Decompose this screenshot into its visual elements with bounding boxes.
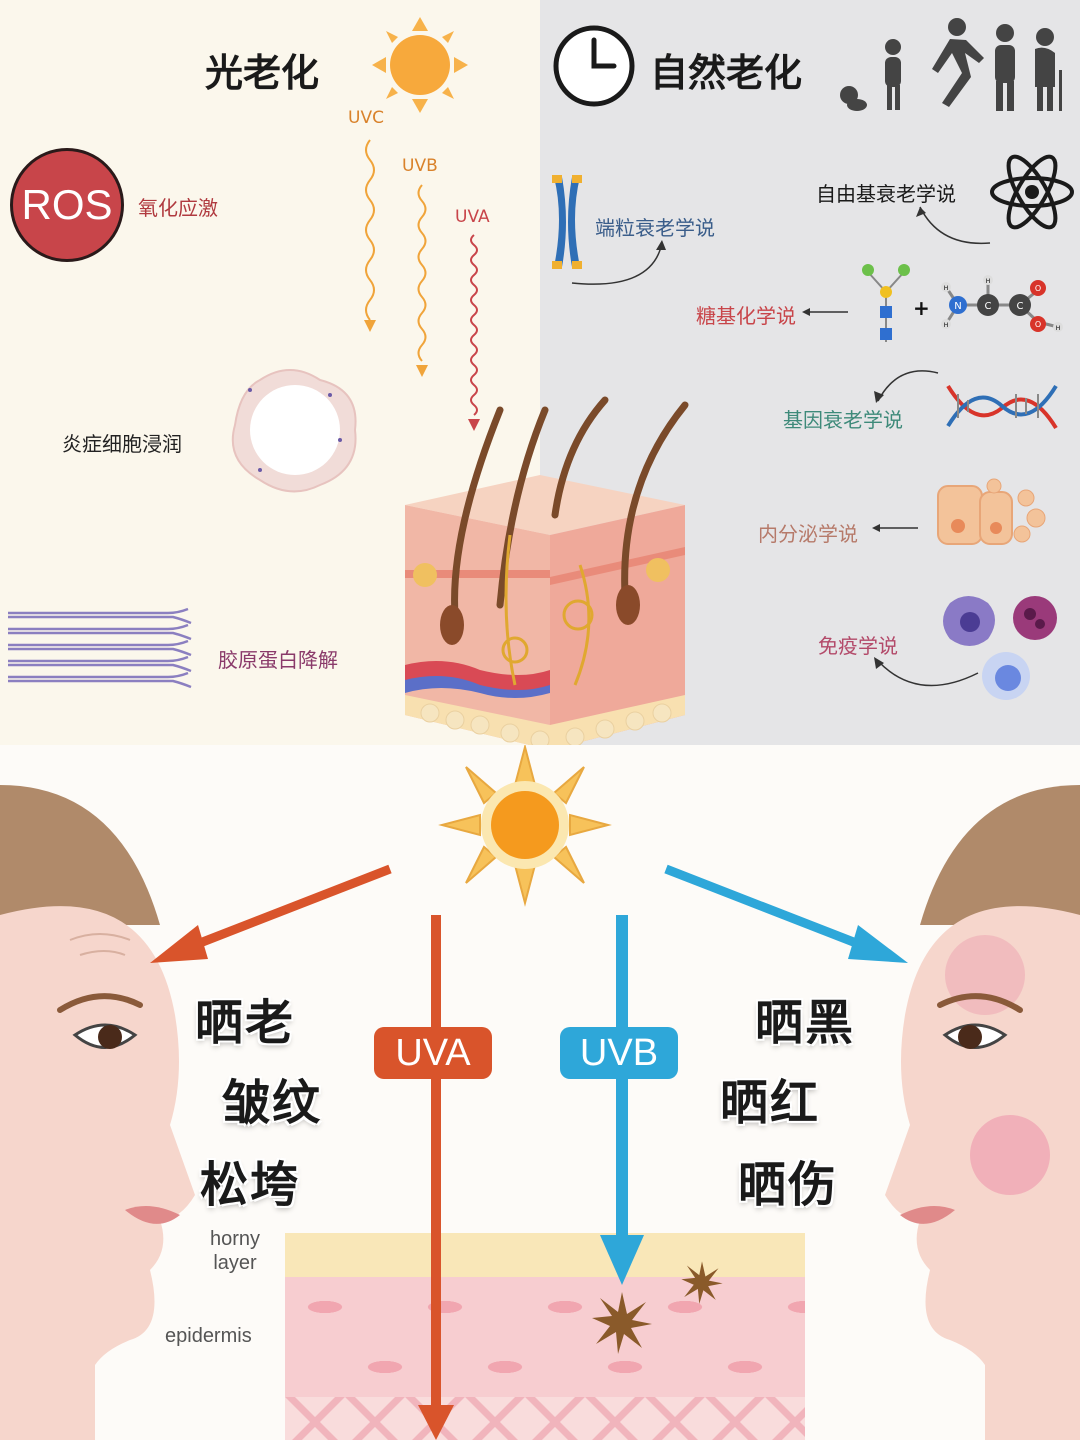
uvc-label: UVC <box>348 108 384 128</box>
photoaging-title: 光老化 <box>205 51 320 95</box>
free-radical-label: 自由基衰老学说 <box>816 182 956 206</box>
natural-aging-title: 自然老化 <box>650 51 803 95</box>
immune-cells-icon <box>943 596 1057 700</box>
ros-circle: ROS <box>10 148 124 262</box>
endocrine-label: 内分泌学说 <box>758 522 858 546</box>
uva-effect-wrinkles: 皱纹 <box>222 1075 323 1131</box>
chromosome-icon <box>552 175 582 269</box>
uvc-ray <box>364 139 376 332</box>
plus-sign: + <box>913 296 930 320</box>
epidermis-layer <box>285 1277 805 1397</box>
endocrine-cells-icon <box>937 478 1046 545</box>
atom-label: H <box>944 322 949 329</box>
damage-burst-icon <box>681 1261 723 1304</box>
free-radical-arrow <box>916 206 991 245</box>
glycation-label: 糖基化学说 <box>696 304 796 328</box>
sunburned-face-illustration <box>885 785 1080 1440</box>
atom-label: H <box>986 278 991 285</box>
aged-face-illustration <box>0 785 195 1440</box>
uva-penetration-arrow <box>418 915 454 1440</box>
uvb-effect-redness: 晒红 <box>720 1075 821 1131</box>
telomere-arrow <box>571 240 666 285</box>
immune-arrow <box>874 657 979 687</box>
dermis-layer <box>285 1397 805 1440</box>
uva-effect-photoaging: 晒老 <box>195 995 296 1051</box>
life-stages-icon <box>840 18 1062 111</box>
dna-icon <box>946 384 1058 430</box>
horny-layer-label: horny layer <box>210 1228 261 1274</box>
uvb-penetration-arrow <box>600 915 644 1285</box>
uvb-diagonal-arrow <box>664 864 908 963</box>
uvb-ray <box>416 184 428 377</box>
uva-diagonal-arrow <box>150 864 392 963</box>
inflammation-cell-icon <box>231 369 357 493</box>
inflammation-label: 炎症细胞浸润 <box>62 432 182 456</box>
gene-label: 基因衰老学说 <box>783 408 903 432</box>
glycation-arrow <box>802 308 848 316</box>
clock-icon <box>553 25 635 107</box>
epidermis-label: epidermis <box>165 1325 252 1347</box>
atom-label: C <box>985 301 992 312</box>
endocrine-arrow <box>872 524 918 532</box>
uva-ray <box>468 234 480 431</box>
sun-icon <box>438 745 612 907</box>
uvb-label: UVB <box>402 156 438 176</box>
collagen-label: 胶原蛋白降解 <box>218 648 338 672</box>
uva-badge: UVA <box>374 1027 492 1079</box>
atom-label: H <box>944 285 949 292</box>
atom-icon <box>990 154 1074 230</box>
telomere-label: 端粒衰老学说 <box>595 216 715 240</box>
uvb-effect-sunburn: 晒伤 <box>738 1157 839 1213</box>
sun-icon <box>372 17 468 113</box>
gene-arrow <box>874 370 939 403</box>
uvb-badge: UVB <box>560 1027 678 1079</box>
photoaging-panel: 光老化 UVC UVB UVA ROS 氧化应激 <box>0 0 540 745</box>
horny-layer <box>285 1233 805 1277</box>
oxidative-stress-label: 氧化应激 <box>138 196 218 220</box>
ros-label: ROS <box>21 181 113 228</box>
damage-burst-icon <box>592 1292 652 1354</box>
atom-label: C <box>1017 301 1024 312</box>
immune-label: 免疫学说 <box>818 634 898 658</box>
glycan-icon <box>862 264 910 342</box>
uva-effect-sagging: 松垮 <box>200 1157 301 1213</box>
skin-cross-section-icon <box>405 396 689 750</box>
atom-label: O <box>1035 284 1041 293</box>
atom-label: N <box>954 301 961 312</box>
collagen-fiber-icon <box>8 607 192 689</box>
uvb-effect-tanning: 晒黑 <box>755 995 856 1051</box>
atom-label: O <box>1035 320 1041 329</box>
sun-effects-panel: horny layer epidermis UVA UVB <box>0 745 1080 1440</box>
atom-label: H <box>1056 325 1061 332</box>
amino-acid-molecule-icon: H H N C C O O H H <box>941 275 1063 332</box>
uva-label: UVA <box>455 207 490 227</box>
